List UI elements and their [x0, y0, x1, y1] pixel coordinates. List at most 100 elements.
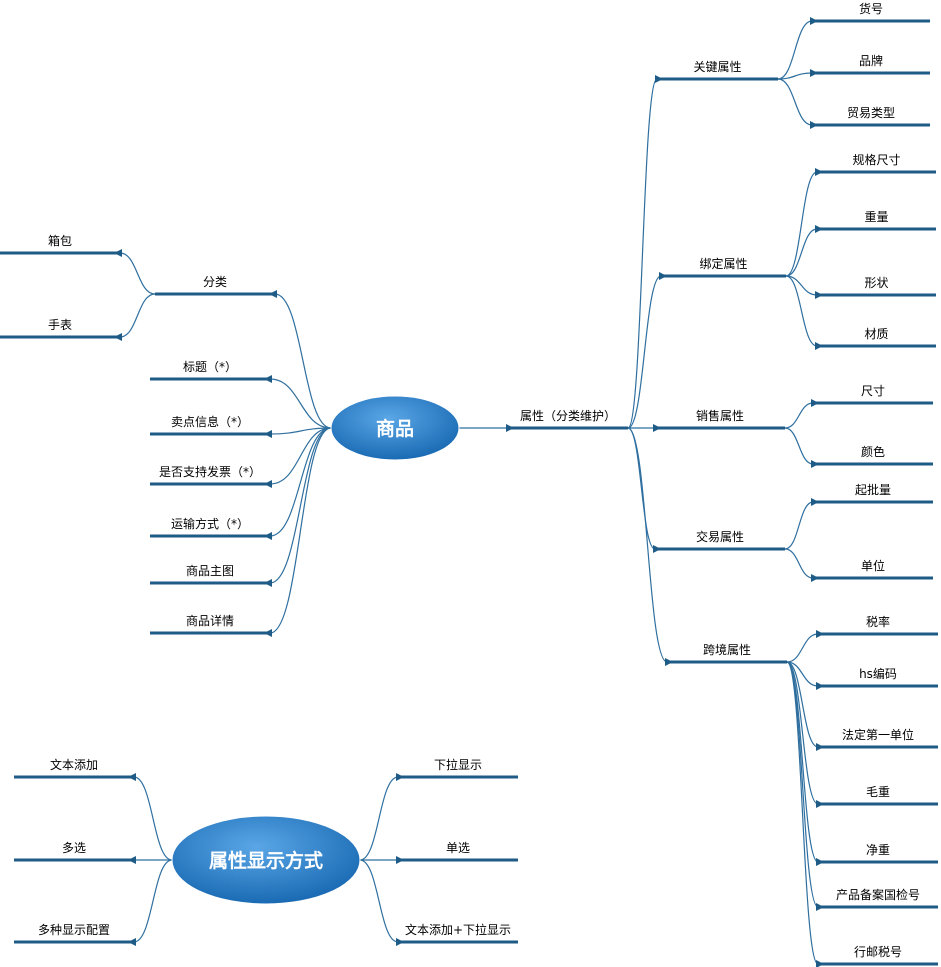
group-sales-attributes: 销售属性 — [696, 408, 744, 423]
group-sales-attributes-bar — [655, 426, 785, 430]
category-child-bags-bar — [0, 251, 120, 255]
display-right-2-bar — [398, 858, 518, 862]
crossborder-attributes-item-2-bar — [818, 684, 938, 688]
sales-attributes-item-1: 尺寸 — [861, 384, 885, 398]
key-attributes-item-3-bar — [812, 123, 930, 127]
branch-invoice-support: 是否支持发票（*） — [159, 464, 261, 479]
crossborder-attributes-item-3: 法定第一单位 — [842, 727, 914, 742]
group-bound-attributes-arrow — [659, 272, 667, 280]
trade-attributes-item-1-bar — [813, 500, 933, 504]
group-trade-attributes-edge — [627, 427, 656, 550]
branch-detail-bar — [150, 631, 270, 635]
root-node-product-label: 商品 — [376, 417, 414, 440]
group-crossborder-attributes: 跨境属性 — [703, 642, 751, 657]
key-attributes-item-3: 贸易类型 — [847, 106, 895, 120]
category-child-watches: 手表 — [48, 318, 72, 332]
crossborder-attributes-item-4-bar — [818, 802, 938, 806]
bound-attributes-item-4: 材质 — [864, 327, 888, 341]
bound-attributes-item-4-arrow — [815, 342, 823, 350]
display-right-1-bar — [398, 775, 518, 779]
crossborder-attributes-item-2: hs编码 — [859, 666, 897, 681]
group-trade-attributes: 交易属性 — [696, 529, 744, 544]
sales-attributes-item-2-edge — [784, 427, 814, 465]
crossborder-attributes-item-1-edge — [786, 633, 819, 663]
category-child-watches-bar — [0, 335, 120, 339]
group-key-attributes-arrow — [655, 75, 663, 83]
display-left-1-bar — [14, 775, 134, 779]
root-node-display-mode-label: 属性显示方式 — [209, 849, 323, 872]
bound-attributes-item-3-bar — [817, 293, 936, 297]
key-attributes-item-2-arrow — [810, 69, 818, 77]
branch-selling-points-arrow — [264, 430, 272, 438]
branch-attributes: 属性（分类维护） — [520, 409, 616, 423]
category-child-bags-edge — [119, 252, 156, 295]
group-crossborder-attributes-arrow — [665, 658, 673, 666]
branch-attributes-arrow — [506, 424, 514, 432]
key-attributes-item-2-bar — [812, 71, 930, 75]
crossborder-attributes-item-6-edge — [786, 661, 819, 908]
crossborder-attributes-item-7-edge — [786, 661, 819, 965]
crossborder-attributes-item-2-edge — [786, 661, 819, 687]
branch-shipping-method: 运输方式（*） — [171, 516, 249, 531]
branch-title-arrow — [264, 375, 272, 383]
root-node-display-mode — [171, 815, 361, 905]
branch-shipping-method-arrow — [264, 532, 272, 540]
category-child-bags-arrow — [114, 249, 122, 257]
key-attributes-item-1: 货号 — [859, 1, 883, 16]
display-left-1-arrow — [128, 773, 136, 781]
group-bound-attributes: 绑定属性 — [699, 256, 747, 271]
crossborder-attributes-item-7-arrow — [816, 960, 824, 967]
crossborder-attributes-item-2-arrow — [816, 682, 824, 690]
branch-attributes-bar — [508, 426, 628, 430]
branch-shipping-method-bar — [150, 534, 270, 538]
sales-attributes-item-1-arrow — [811, 399, 819, 407]
sales-attributes-item-2-arrow — [811, 460, 819, 468]
branch-title-edge — [269, 378, 332, 429]
bound-attributes-item-3-arrow — [815, 291, 823, 299]
branch-detail: 商品详情 — [186, 613, 234, 628]
key-attributes-item-2-edge — [777, 72, 813, 80]
crossborder-attributes-item-7-bar — [818, 962, 938, 966]
display-right-1-edge — [359, 776, 399, 861]
trade-attributes-item-2-arrow — [811, 574, 819, 582]
display-right-3-arrow — [396, 938, 404, 946]
crossborder-attributes-item-1-arrow — [816, 630, 824, 638]
branch-main-image-edge — [269, 427, 332, 584]
branch-category-bar — [155, 292, 275, 296]
group-sales-attributes-arrow — [653, 424, 661, 432]
crossborder-attributes-item-6-bar — [818, 905, 938, 909]
display-right-2-arrow — [396, 856, 404, 864]
connector-lines — [119, 20, 819, 965]
sales-attributes-item-1-edge — [784, 402, 814, 429]
branch-title-bar — [150, 377, 270, 381]
key-attributes-item-3-edge — [777, 78, 813, 126]
branch-title: 标题（*） — [183, 360, 237, 374]
display-left-3: 多种显示配置 — [38, 923, 110, 937]
bound-attributes-item-2-bar — [817, 227, 936, 231]
trade-attributes-item-1-arrow — [811, 498, 819, 506]
branch-selling-points-edge — [269, 427, 332, 435]
crossborder-attributes-item-6-arrow — [816, 903, 824, 911]
sales-attributes-item-2: 颜色 — [861, 444, 885, 459]
group-bound-attributes-bar — [661, 274, 786, 278]
sales-attributes-item-1-bar — [813, 401, 933, 405]
key-attributes-item-1-bar — [812, 19, 930, 23]
key-attributes-item-2: 品牌 — [859, 54, 883, 68]
branch-selling-points: 卖点信息（*） — [171, 414, 249, 429]
group-key-attributes-bar — [657, 77, 778, 81]
crossborder-attributes-item-3-arrow — [816, 743, 824, 751]
bound-attributes-item-1-bar — [817, 170, 936, 174]
display-right-3-bar — [398, 940, 518, 944]
crossborder-attributes-item-6: 产品备案国检号 — [836, 887, 920, 902]
trade-attributes-item-1: 起批量 — [855, 482, 891, 497]
crossborder-attributes-item-5: 净重 — [866, 843, 890, 857]
display-left-2: 多选 — [62, 841, 86, 855]
category-child-watches-arrow — [114, 333, 122, 341]
group-key-attributes: 关键属性 — [693, 60, 741, 74]
display-left-3-edge — [133, 859, 173, 943]
branch-main-image: 商品主图 — [186, 563, 234, 578]
category-child-bags: 箱包 — [48, 233, 72, 248]
crossborder-attributes-item-5-arrow — [816, 858, 824, 866]
bound-attributes-item-3: 形状 — [864, 276, 888, 290]
